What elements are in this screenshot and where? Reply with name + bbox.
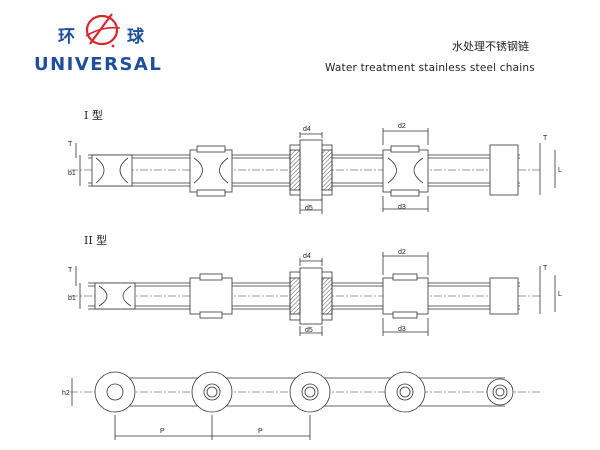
type1-view xyxy=(70,128,556,214)
type2-label: II 型 xyxy=(84,234,108,247)
type2-dim-d2: d2 xyxy=(398,249,406,256)
side-dim-P-1: P xyxy=(160,428,165,435)
type1-dim-T-right: T xyxy=(543,135,548,142)
type1-roller-2 xyxy=(189,145,233,197)
type1-dim-T-left: T xyxy=(68,141,73,148)
type1-end-plate xyxy=(489,144,519,196)
type1-dim-d2: d2 xyxy=(398,123,406,130)
brand-name: UNIVERSAL xyxy=(34,54,163,75)
type1-roller-1 xyxy=(91,154,133,187)
type2-dim-T-left: T xyxy=(68,267,73,274)
type1-roller-4 xyxy=(382,145,429,197)
side-roller-1 xyxy=(94,371,136,413)
logo-cn-left: 环 xyxy=(58,27,75,47)
type1-label: I 型 xyxy=(84,109,103,122)
side-view xyxy=(70,371,540,440)
type2-view xyxy=(70,252,556,336)
type1-dim-d4: d4 xyxy=(303,126,311,133)
title-cn: 水处理不锈钢链 xyxy=(452,40,529,53)
side-roller-2 xyxy=(191,371,233,413)
side-roller-4 xyxy=(384,371,426,413)
type1-roller-3-section xyxy=(289,139,333,201)
type2-roller-3-section xyxy=(289,267,333,325)
type2-dim-d3: d3 xyxy=(398,326,406,333)
type1-dim-L: L xyxy=(558,167,562,174)
type2-end-plate xyxy=(489,277,519,315)
type2-dim-d4: d4 xyxy=(303,253,311,260)
side-dim-h2: h2 xyxy=(62,390,70,397)
type2-dim-L: L xyxy=(558,291,562,298)
type1-dim-b1: b1 xyxy=(68,170,76,177)
type2-dim-b1: b1 xyxy=(68,295,76,302)
type2-roller-4 xyxy=(382,273,429,319)
side-roller-5 xyxy=(486,378,514,406)
type1-dim-d3: d3 xyxy=(398,204,406,211)
type2-dim-d5: d5 xyxy=(305,327,313,334)
side-roller-3 xyxy=(289,371,331,413)
type2-roller-1 xyxy=(94,282,136,310)
logo-cn-right: 球 xyxy=(127,27,144,47)
type1-dim-d5: d5 xyxy=(305,205,313,212)
type2-dim-T-right: T xyxy=(543,265,548,272)
title-en: Water treatment stainless steel chains xyxy=(325,62,535,74)
type2-roller-2 xyxy=(189,273,233,319)
side-dim-P-2: P xyxy=(258,428,263,435)
